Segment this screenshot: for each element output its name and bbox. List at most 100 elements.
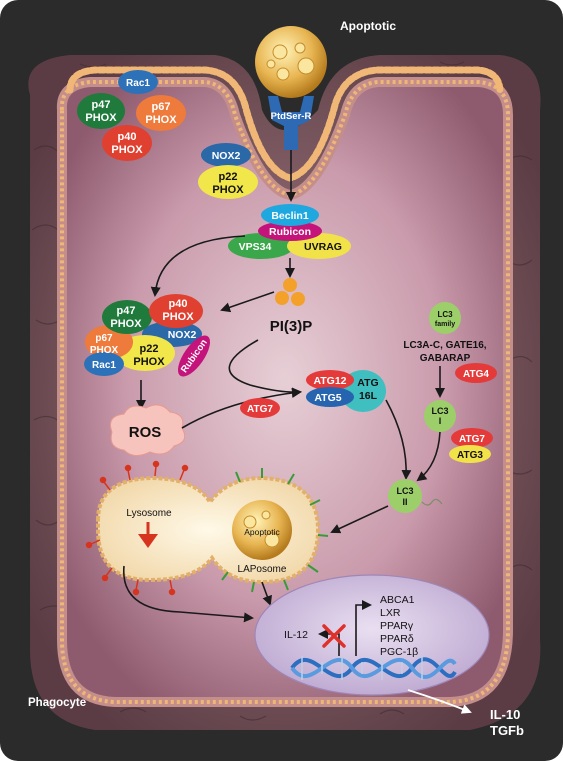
- p40-label-top: p40: [118, 131, 137, 143]
- p22phox-oval-top: [198, 165, 258, 199]
- phox-label-p40: PHOX: [162, 311, 194, 323]
- rac1-oval: [84, 352, 124, 376]
- p40phox-oval-top: [102, 125, 152, 161]
- phagocyte-label: Phagocyte: [28, 697, 86, 709]
- beclin-complex: [228, 204, 351, 259]
- phox-complex-top: [77, 70, 258, 199]
- p67-label: p67: [95, 333, 113, 344]
- phox-label-p47: PHOX: [110, 318, 142, 330]
- phox-label-p67-top: PHOX: [145, 114, 177, 126]
- nucleus: [254, 574, 490, 696]
- beclin1-label: Beclin1: [271, 210, 309, 222]
- lc3-family-label-2: family: [435, 321, 455, 328]
- lc3-i-circle: [424, 400, 456, 432]
- atg7-oval-right: [451, 428, 493, 448]
- tgfb-label: TGFb: [490, 723, 524, 738]
- apoptotic-label-vesicle: Apoptotic: [244, 527, 280, 537]
- p67-label-top: p67: [152, 101, 171, 113]
- rac1-oval-top: [118, 70, 158, 94]
- arrow-lc3-i-to-lc3-ii: [416, 431, 441, 482]
- atg7-oval-left: [240, 398, 280, 418]
- phox-label-p47-top: PHOX: [85, 112, 117, 124]
- p67phox-oval-top: [136, 95, 186, 131]
- lc3-ii-circle: [388, 479, 422, 513]
- lc3-family-label-1: LC3: [437, 310, 453, 319]
- p40phox-oval: [149, 294, 203, 328]
- rubicon-oval: [258, 221, 322, 241]
- arrow-atg-to-lc3-ii: [385, 399, 412, 480]
- uvrag-label: UVRAG: [304, 241, 342, 253]
- p47phox-oval: [102, 300, 152, 334]
- arrow-lysosome-to-nucleus: [123, 565, 254, 623]
- gene-ppar-delta: PPARδ: [380, 633, 414, 645]
- atg7-label-left: ATG7: [247, 404, 273, 415]
- atg16-label-line2: 16L: [359, 390, 378, 402]
- lc3-ii-tail: [421, 498, 443, 506]
- lc3-ii-label-2: II: [402, 497, 407, 507]
- atg4-label: ATG4: [463, 369, 489, 380]
- atg12-label: ATG12: [313, 375, 346, 387]
- gene-pgc1b: PGC-1β: [380, 646, 418, 658]
- pi3p-molecules: [275, 278, 305, 306]
- arrow-il12-blocked: [318, 629, 340, 656]
- il10-label: IL-10: [490, 707, 520, 722]
- p47phox-oval-top: [77, 93, 125, 129]
- arrow-gene-activation: [355, 600, 372, 656]
- arrow-pi3p-to-phox: [220, 291, 275, 313]
- arrow-lc3-ii-to-laposome: [330, 505, 389, 534]
- il12-label: IL-12: [284, 629, 308, 641]
- atg12-oval: [306, 370, 354, 390]
- rubicon-label: Rubicon: [269, 226, 311, 238]
- atg3-oval: [449, 445, 491, 463]
- gene-abca1: ABCA1: [380, 594, 415, 606]
- arrow-ros-to-atg: [181, 387, 302, 429]
- vps34-label: VPS34: [239, 241, 272, 253]
- nox2-label: NOX2: [168, 329, 197, 341]
- lc3-ii-label-1: LC3: [396, 486, 413, 496]
- apoptotic-label-top: Apoptotic: [340, 19, 396, 33]
- apoptotic-cell: [255, 26, 327, 98]
- atg3-label: ATG3: [457, 450, 483, 461]
- atg7-label-right: ATG7: [459, 434, 485, 445]
- beclin1-oval: [261, 204, 319, 226]
- p22-label: p22: [140, 343, 159, 355]
- lysosome-laposome-fusion: [85, 460, 329, 596]
- ros-label: ROS: [129, 424, 162, 441]
- dna-helix: [290, 656, 457, 680]
- arrow-secretion: [407, 689, 472, 714]
- lc3-members-line1: LC3A-C, GATE16,: [403, 340, 486, 351]
- rac1-label: Rac1: [92, 360, 116, 371]
- lysosome-label: Lysosome: [126, 508, 172, 519]
- gene-ppar-gamma: PPARγ: [380, 620, 414, 632]
- pi3p-label: PI(3)P: [270, 318, 313, 335]
- phox-label-p40-top: PHOX: [111, 144, 143, 156]
- p47-label-top: p47: [92, 99, 111, 111]
- phox-label-p22: PHOX: [133, 356, 165, 368]
- inhibition-x-icon: [322, 624, 346, 648]
- rac1-label-top: Rac1: [126, 78, 150, 89]
- phox-label-p67: PHOX: [90, 345, 119, 356]
- ptdser-receptor: [268, 96, 314, 150]
- p40-label: p40: [169, 298, 188, 310]
- plasma-membrane-heads: [59, 80, 510, 704]
- phox-label-p22-top: PHOX: [212, 184, 244, 196]
- arrow-laposome-to-nucleus: [261, 581, 272, 606]
- atg-conjugation-complex: [306, 370, 386, 412]
- laposome-label: LAPosome: [238, 564, 287, 575]
- lc3-i-label-1: LC3: [431, 406, 448, 416]
- phox-complex-assembled: [84, 294, 211, 377]
- rubicon-oval-vertical: [177, 335, 211, 377]
- arrow-beclin-to-phox: [150, 235, 246, 297]
- p47-label: p47: [117, 305, 136, 317]
- gene-lxr: LXR: [380, 607, 401, 619]
- lc3-members-line2: GABARAP: [420, 353, 471, 364]
- membrane-top-heads: [66, 66, 504, 182]
- p22-label-top: p22: [219, 171, 238, 183]
- nox2-label-top: NOX2: [212, 150, 241, 162]
- atg5-oval: [306, 387, 354, 407]
- nox2-oval-top: [201, 143, 251, 167]
- ptdser-r-label: PtdSer-R: [271, 111, 312, 122]
- atg5-label: ATG5: [314, 392, 341, 404]
- arrow-pi3p-to-atg: [228, 339, 302, 398]
